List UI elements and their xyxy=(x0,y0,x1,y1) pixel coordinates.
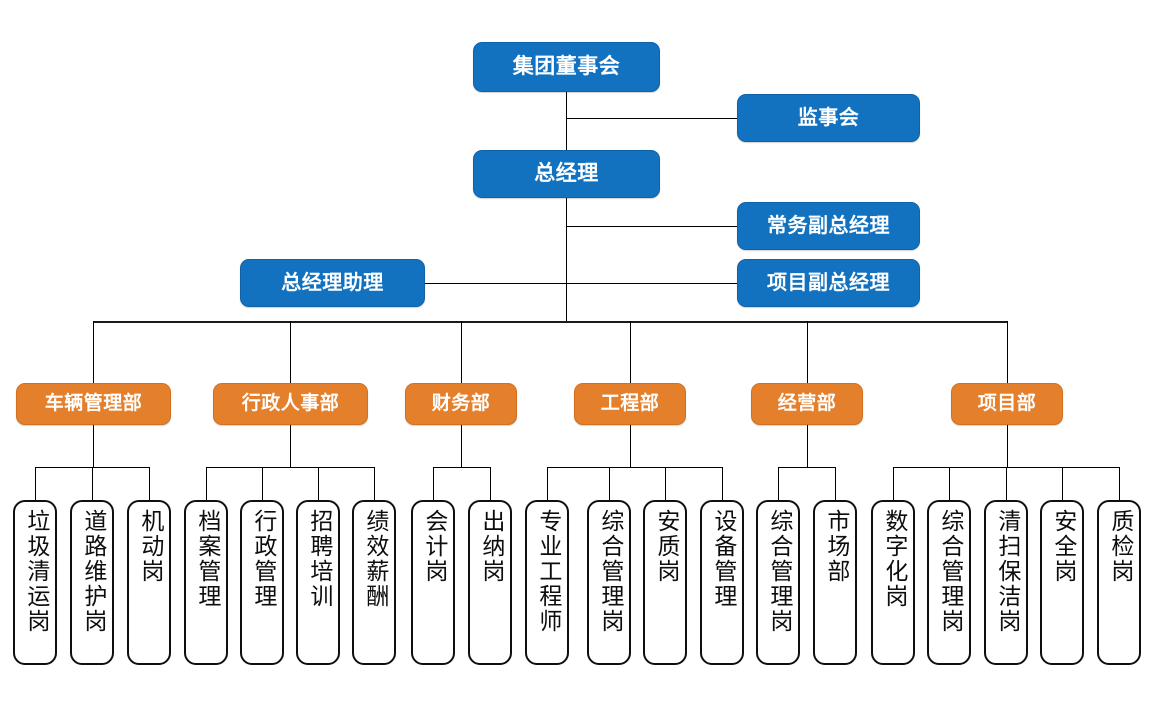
position-label: 安全岗 xyxy=(1049,509,1076,584)
node-general-manager[interactable]: 总经理 xyxy=(473,150,660,198)
connector-dept-5-child-0 xyxy=(893,467,894,500)
position-label: 综合管理岗 xyxy=(596,509,623,634)
connector-dept-2-bar xyxy=(433,467,490,468)
connector-dept-1-child-3 xyxy=(374,467,375,500)
connector-dept-4-stem xyxy=(807,425,808,468)
node-project-vice-general-manager[interactable]: 项目副总经理 xyxy=(737,259,920,307)
connector-dept-3-child-0 xyxy=(547,467,548,500)
position-box[interactable]: 道路维护岗 xyxy=(70,500,114,665)
connector-dept-1-child-2 xyxy=(318,467,319,500)
position-label: 道路维护岗 xyxy=(79,509,106,634)
position-box[interactable]: 综合管理岗 xyxy=(587,500,631,665)
connector-dept-0-stem xyxy=(93,425,94,468)
position-box[interactable]: 安全岗 xyxy=(1040,500,1084,665)
connector-dept-2-stem xyxy=(461,425,462,468)
position-label: 设备管理 xyxy=(709,509,736,609)
connector-dept-1-child-0 xyxy=(206,467,207,500)
position-box[interactable]: 综合管理岗 xyxy=(756,500,800,665)
connector-dept-3-child-3 xyxy=(722,467,723,500)
connector-dept-3-stem xyxy=(630,425,631,468)
node-department-operations[interactable]: 经营部 xyxy=(751,383,863,425)
position-label: 市场部 xyxy=(822,509,849,584)
connector-dept-5-child-2 xyxy=(1006,467,1007,500)
connector-gm-to-supervisory xyxy=(566,118,737,119)
position-box[interactable]: 绩效薪酬 xyxy=(352,500,396,665)
connector-dept-1-child-1 xyxy=(262,467,263,500)
position-box[interactable]: 综合管理岗 xyxy=(927,500,971,665)
position-label: 绩效薪酬 xyxy=(361,509,388,609)
connector-board-to-gm xyxy=(566,92,567,150)
node-executive-vice-general-manager[interactable]: 常务副总经理 xyxy=(737,202,920,250)
position-box[interactable]: 垃圾清运岗 xyxy=(13,500,57,665)
connector-dept-5-child-1 xyxy=(949,467,950,500)
position-label: 档案管理 xyxy=(193,509,220,609)
connector-dept-3-child-1 xyxy=(609,467,610,500)
connector-dept-3-bar xyxy=(547,467,722,468)
position-box[interactable]: 出纳岗 xyxy=(468,500,512,665)
connector-bus-to-dept-3 xyxy=(630,321,631,383)
position-box[interactable]: 清扫保洁岗 xyxy=(984,500,1028,665)
position-box[interactable]: 市场部 xyxy=(813,500,857,665)
position-box[interactable]: 安质岗 xyxy=(643,500,687,665)
position-box[interactable]: 招聘培训 xyxy=(296,500,340,665)
connector-gm-to-exec-vice xyxy=(566,226,737,227)
position-label: 出纳岗 xyxy=(477,509,504,584)
position-label: 行政管理 xyxy=(249,509,276,609)
connector-dept-0-child-0 xyxy=(35,467,36,500)
connector-dept-4-child-1 xyxy=(835,467,836,500)
position-label: 清扫保洁岗 xyxy=(993,509,1020,634)
connector-gm-to-project-vice xyxy=(566,283,737,284)
connector-gm-to-bus xyxy=(566,198,567,322)
position-label: 机动岗 xyxy=(136,509,163,584)
position-label: 数字化岗 xyxy=(880,509,907,609)
connector-bus-to-dept-2 xyxy=(461,321,462,383)
position-box[interactable]: 会计岗 xyxy=(411,500,455,665)
position-label: 会计岗 xyxy=(420,509,447,584)
position-box[interactable]: 机动岗 xyxy=(127,500,171,665)
connector-dept-5-child-4 xyxy=(1119,467,1120,500)
connector-dept-5-stem xyxy=(1007,425,1008,468)
connector-bus-to-dept-5 xyxy=(1007,321,1008,383)
position-box[interactable]: 数字化岗 xyxy=(871,500,915,665)
department-bus xyxy=(93,321,1008,323)
connector-dept-2-child-1 xyxy=(490,467,491,500)
connector-dept-1-bar xyxy=(206,467,374,468)
connector-dept-4-bar xyxy=(778,467,835,468)
position-label: 质检岗 xyxy=(1106,509,1133,584)
connector-dept-0-child-1 xyxy=(92,467,93,500)
node-department-vehicle-management[interactable]: 车辆管理部 xyxy=(16,383,171,425)
position-label: 综合管理岗 xyxy=(936,509,963,634)
position-label: 招聘培训 xyxy=(305,509,332,609)
connector-dept-4-child-0 xyxy=(778,467,779,500)
position-box[interactable]: 行政管理 xyxy=(240,500,284,665)
connector-dept-0-child-2 xyxy=(149,467,150,500)
connector-dept-3-child-2 xyxy=(665,467,666,500)
position-box[interactable]: 质检岗 xyxy=(1097,500,1141,665)
connector-bus-to-dept-0 xyxy=(93,321,94,383)
node-supervisory-board[interactable]: 监事会 xyxy=(737,94,920,142)
connector-bus-to-dept-1 xyxy=(290,321,291,383)
position-label: 综合管理岗 xyxy=(765,509,792,634)
node-department-administration-hr[interactable]: 行政人事部 xyxy=(213,383,368,425)
connector-dept-2-child-0 xyxy=(433,467,434,500)
position-label: 垃圾清运岗 xyxy=(22,509,49,634)
connector-dept-1-stem xyxy=(290,425,291,468)
position-label: 专业工程师 xyxy=(534,509,561,634)
position-box[interactable]: 档案管理 xyxy=(184,500,228,665)
node-department-finance[interactable]: 财务部 xyxy=(405,383,517,425)
node-department-project[interactable]: 项目部 xyxy=(951,383,1063,425)
position-box[interactable]: 设备管理 xyxy=(700,500,744,665)
node-department-engineering[interactable]: 工程部 xyxy=(574,383,686,425)
connector-gm-to-assistant xyxy=(425,283,566,284)
position-box[interactable]: 专业工程师 xyxy=(525,500,569,665)
position-label: 安质岗 xyxy=(652,509,679,584)
connector-dept-5-child-3 xyxy=(1062,467,1063,500)
node-general-manager-assistant[interactable]: 总经理助理 xyxy=(240,259,425,307)
node-board-of-directors[interactable]: 集团董事会 xyxy=(473,42,660,92)
connector-bus-to-dept-4 xyxy=(807,321,808,383)
